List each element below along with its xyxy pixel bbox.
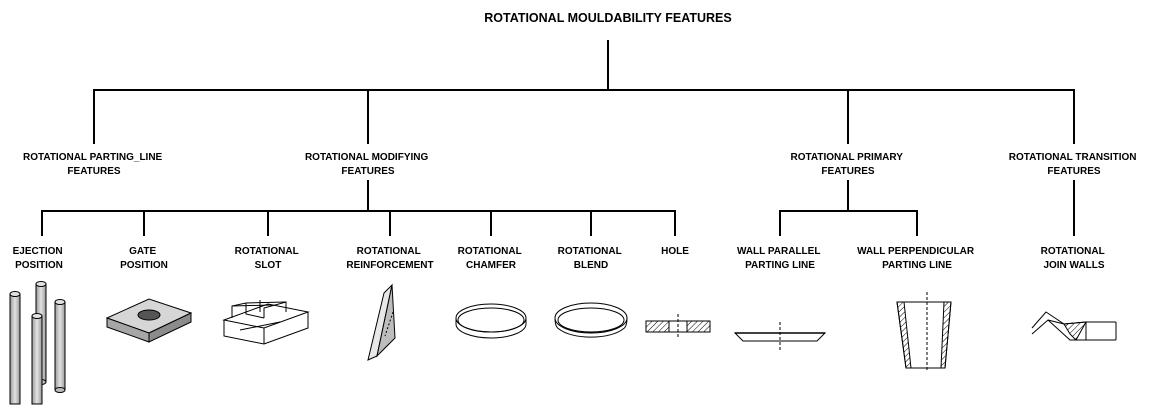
leaf-rotational-chamfer-label: ROTATIONAL CHAMFER <box>458 246 525 271</box>
leaf-ejection-position-label: EJECTION POSITION <box>13 246 66 271</box>
leaf-wall-perpendicular-label: WALL PERPENDICULAR PARTING LINE <box>857 246 977 271</box>
gate-plate-icon <box>105 298 193 343</box>
diagram-title: ROTATIONAL MOULDABILITY FEATURES <box>484 11 731 25</box>
slot-block-icon <box>222 300 310 345</box>
leaf-rotational-reinforcement-label: ROTATIONAL REINFORCEMENT <box>346 246 433 271</box>
tray-section-icon <box>733 322 827 350</box>
leaf-wall-parallel-label: WALL PARALLEL PARTING LINE <box>737 246 823 271</box>
rib-icon <box>367 283 396 361</box>
hole-section-icon <box>645 314 711 339</box>
connector-lines <box>41 40 1075 236</box>
leaf-hole-label: HOLE <box>661 246 689 257</box>
category-modifying-label: ROTATIONAL MODIFYING FEATURES <box>305 152 431 177</box>
category-primary-label: ROTATIONAL PRIMARY FEATURES <box>790 152 905 177</box>
category-transition-label: ROTATIONAL TRANSITION FEATURES <box>1009 152 1140 177</box>
cup-section-icon <box>896 292 952 372</box>
blend-ring-icon <box>554 302 628 338</box>
leaf-rotational-slot-label: ROTATIONAL SLOT <box>235 246 302 271</box>
chamfer-ring-icon <box>455 303 527 339</box>
joined-walls-icon <box>1031 311 1117 341</box>
category-parting-line-label: ROTATIONAL PARTING_LINE FEATURES <box>23 152 165 177</box>
leaf-join-walls-label: ROTATIONAL JOIN WALLS <box>1041 246 1108 271</box>
cylinders-icon <box>9 281 66 405</box>
leaf-gate-position-label: GATE POSITION <box>120 246 168 271</box>
leaf-rotational-blend-label: ROTATIONAL BLEND <box>558 246 625 271</box>
